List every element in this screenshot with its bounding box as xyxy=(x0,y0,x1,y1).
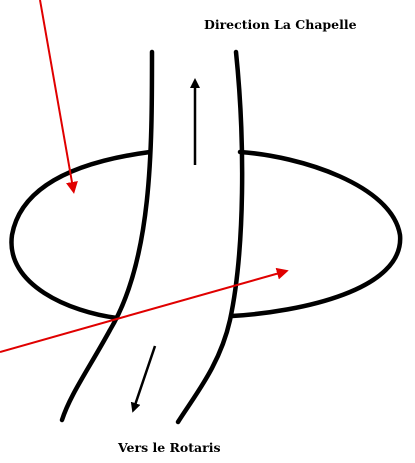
road-left-edge xyxy=(59,49,155,423)
red-pointer-arrow-top-icon xyxy=(39,0,78,194)
southbound-arrow-icon xyxy=(130,345,157,413)
vers-le-rotaris-label: Vers le Rotaris xyxy=(118,440,221,455)
right-loop-curve xyxy=(229,149,403,319)
left-loop-curve xyxy=(9,149,153,321)
road-right-edge xyxy=(175,49,245,425)
red-pointer-arrow-bottom-icon xyxy=(0,267,289,353)
direction-la-chapelle-label: Direction La Chapelle xyxy=(204,17,357,32)
